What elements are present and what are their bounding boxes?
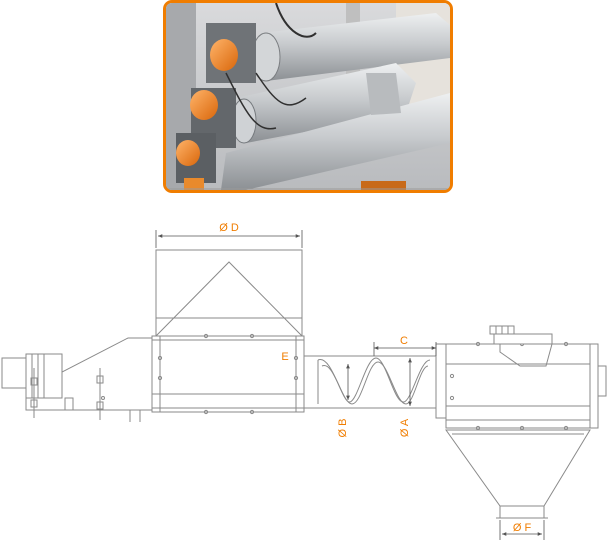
drive-housing [25,337,153,422]
product-photo [163,0,453,193]
industrial-screw-conveyor-photo [166,3,450,190]
screw-tube [304,343,447,419]
inlet-hopper [155,249,303,337]
outlet-housing [445,325,607,431]
label-diameter-a: Ø A [399,418,411,437]
label-e: E [281,351,288,363]
label-diameter-b: Ø B [337,419,349,438]
outlet-cone [445,429,591,519]
drive-motor [1,353,63,399]
label-diameter-f: Ø F [513,522,532,534]
label-diameter-d: Ø D [219,222,239,234]
inlet-housing [151,333,305,415]
label-c: C [400,335,408,347]
